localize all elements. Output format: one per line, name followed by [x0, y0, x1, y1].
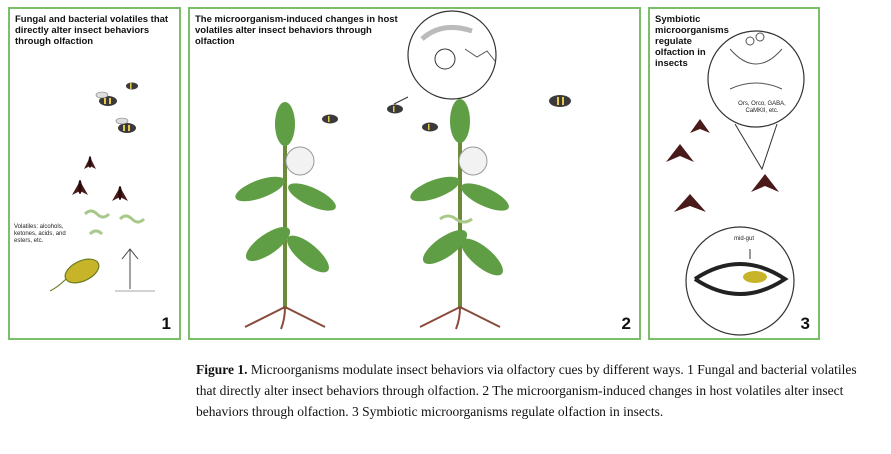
panel-1-number: 1: [161, 314, 171, 333]
moth-icon: [112, 186, 128, 201]
moth-icon: [674, 194, 706, 212]
fungus-icon: [115, 248, 155, 292]
moth-icon: [690, 119, 710, 133]
bee-icon: [322, 114, 338, 124]
panel-1-illustration: [49, 82, 155, 292]
panel-2: The microorganism-induced changes in hos…: [188, 7, 641, 340]
moth-icon: [666, 144, 694, 162]
moth-icon: [72, 180, 88, 195]
panel-1: Fungal and bacterial volatiles that dire…: [8, 7, 181, 340]
midgut-zoom-icon: [685, 226, 795, 336]
bacterium-icon: [49, 258, 100, 292]
synapse-zoom-icon: [707, 30, 805, 171]
bee-icon: [549, 95, 571, 107]
bee-icon: [115, 117, 136, 133]
caption-text: Microorganisms modulate insect behaviors…: [196, 362, 857, 419]
moth-icon: [751, 174, 779, 192]
moth-icon: [84, 156, 96, 169]
midgut-label: mid-gut: [734, 236, 755, 242]
panel-2-number: 2: [621, 314, 631, 333]
volatile-zoom-icon: [393, 10, 497, 105]
bee-icon: [387, 104, 403, 114]
panel-3-illustration: [666, 30, 805, 336]
panel-1-title: Fungal and bacterial volatiles that dire…: [15, 14, 169, 47]
olfaction-genes-label: Ors, Orco, GABA, CaMKII, etc.: [738, 101, 786, 114]
panel-3-title: Symbiotic microorganisms regulate olfact…: [655, 14, 729, 69]
bee-icon: [126, 82, 138, 90]
panel-3-number: 3: [800, 314, 810, 333]
plant-icon: [235, 102, 336, 330]
figure-caption: Figure 1. Microorganisms modulate insect…: [196, 359, 866, 422]
bee-icon: [95, 91, 117, 106]
volatiles-label: Volatiles: alcohols, ketones, acids, and…: [14, 224, 66, 244]
bee-icon: [422, 122, 438, 132]
panel-3: Symbiotic microorganisms regulate olfact…: [648, 7, 820, 340]
panel-2-illustration: [235, 10, 571, 330]
panel-2-title: The microorganism-induced changes in hos…: [195, 14, 398, 47]
plant-icon: [410, 99, 509, 330]
caption-lead: Figure 1.: [196, 362, 248, 377]
